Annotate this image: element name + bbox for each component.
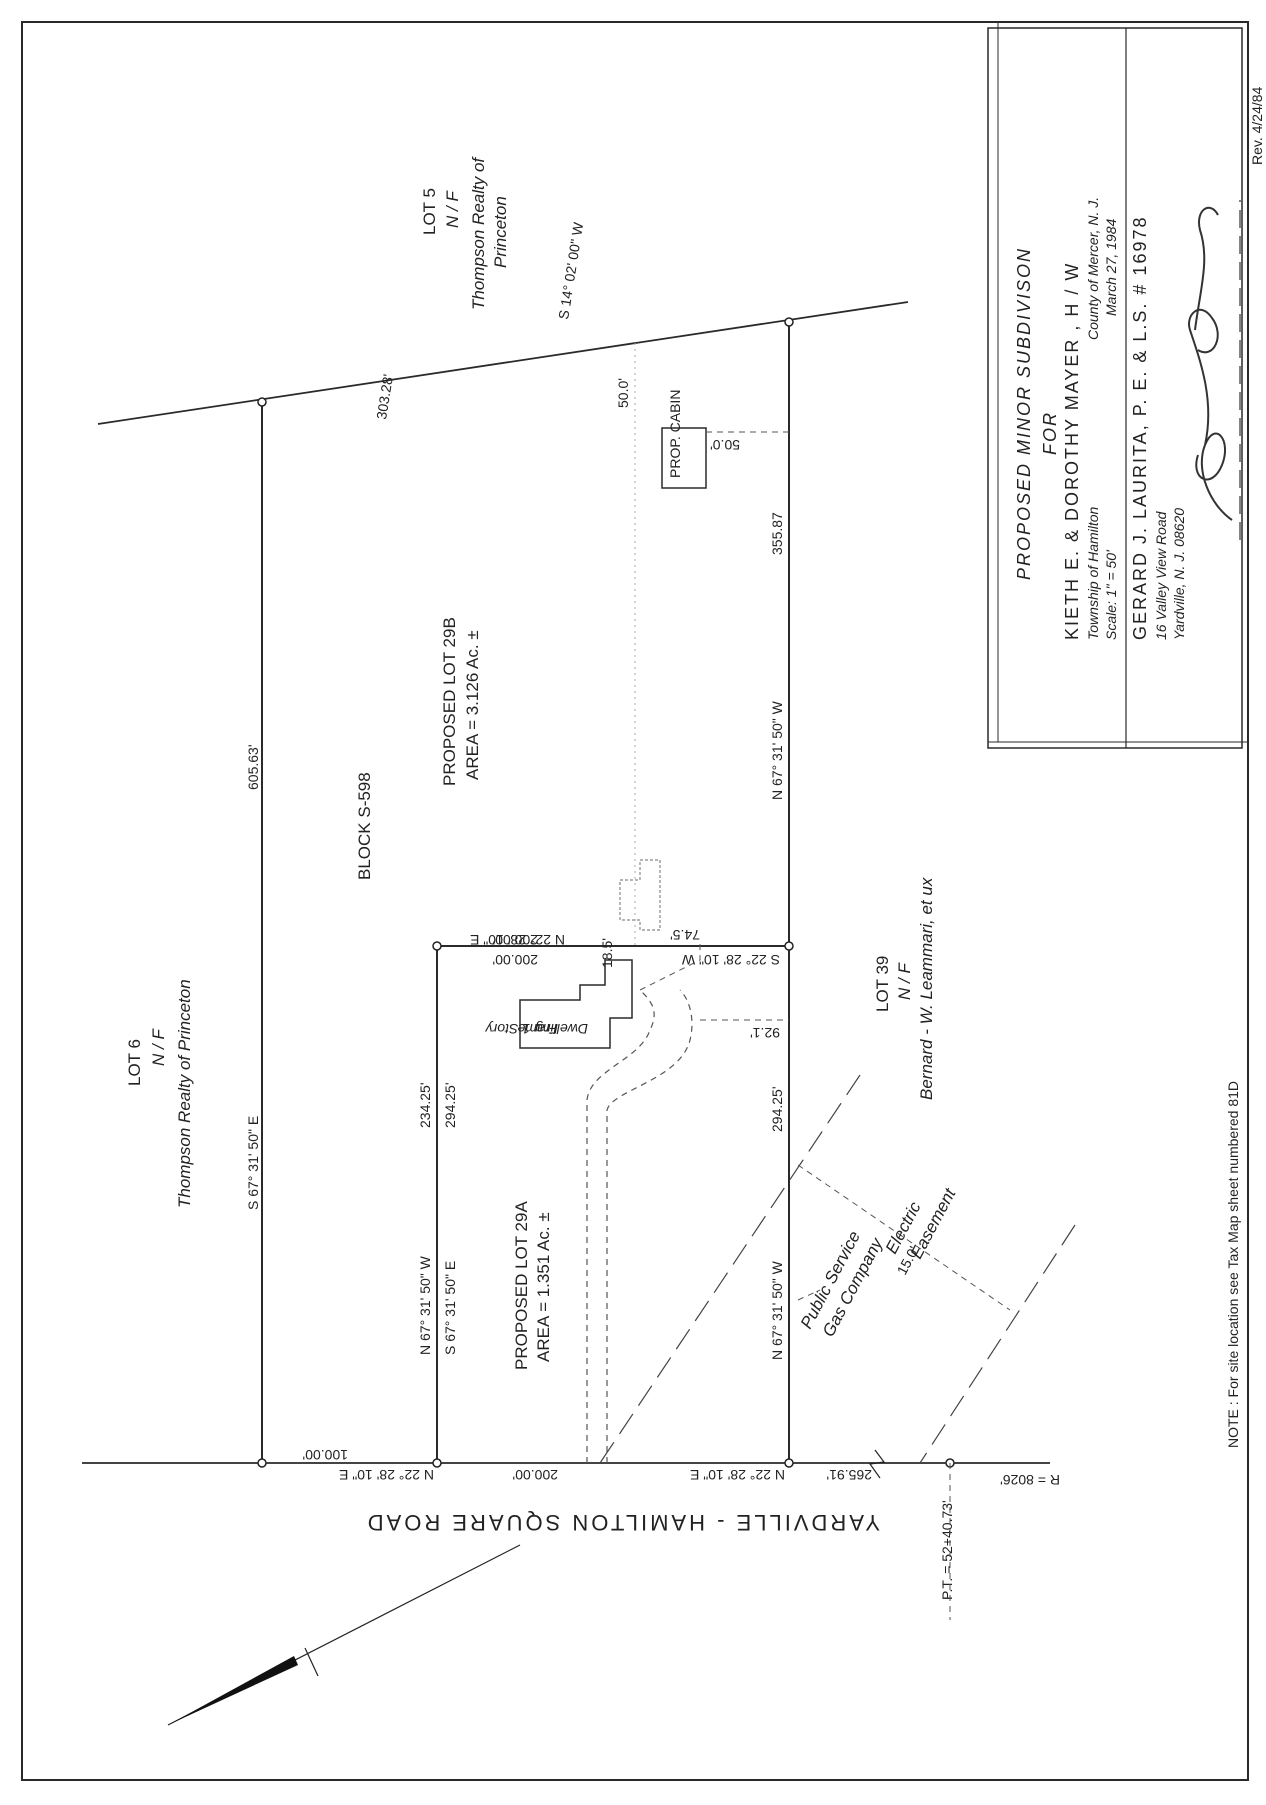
left-29b-bearing: N 22° 28' 10" E (339, 1467, 434, 1483)
inner-bottom-length: 294.25' (442, 1083, 458, 1129)
site-note: NOTE : For site location see Tax Map she… (1225, 1081, 1241, 1448)
scale-text: Scale: 1" = 50' (1103, 549, 1119, 640)
easements: Electric Easement Public Service Gas Com… (599, 1074, 1076, 1464)
lot29a-line2: AREA = 1.351 Ac. ± (534, 1212, 553, 1362)
top-length: 605.63' (245, 745, 261, 791)
div-top-bearing: N 22° 28' 10" E (470, 932, 565, 948)
county-text: County of Mercer, N. J. (1085, 197, 1101, 340)
div-bottom-bearing: S 22° 28' 10" W (681, 952, 780, 968)
lot29b-line1: PROPOSED LOT 29B (440, 617, 459, 786)
lot6-line3: Thompson Realty of Princeton (175, 979, 194, 1208)
lot5-line1: LOT 5 (420, 188, 439, 235)
lot5-line2: N / F (443, 190, 462, 228)
dwelling-label-2: Frame (517, 1021, 558, 1037)
radius-label: R = 8026' (1000, 1472, 1060, 1488)
existing-dwelling: 1 Story Frame Dwelling (485, 959, 633, 1049)
signature (1188, 200, 1241, 540)
address-line-2: Yardville, N. J. 08620 (1171, 508, 1187, 640)
parcel-lines (82, 301, 1050, 1464)
revision-text: Rev. 4/24/84 (1249, 86, 1265, 165)
dimension-labels: S 67° 31' 50" E 605.63' S 14° 02' 00" W … (245, 220, 1060, 1600)
lot5-line3: Thompson Realty of (469, 156, 488, 310)
bottom-29b-length: 355.87 (769, 512, 785, 555)
left-29a-length: 200.00' (513, 1467, 559, 1483)
sheet-border (21, 21, 1249, 1781)
break-mark (868, 1449, 886, 1479)
engineer-text: GERARD J. LAURITA, P. E. & L.S. # 16978 (1130, 216, 1150, 640)
address-line-1: 16 Valley View Road (1153, 510, 1169, 640)
right-bearing: S 14° 02' 00" W (555, 220, 586, 320)
date-text: March 27, 1984 (1103, 219, 1119, 316)
cabin-setback: 50.0' (710, 437, 740, 453)
dwelling-label-3: Dwelling (535, 1021, 588, 1037)
dwelling-setback: 92.1' (750, 1025, 780, 1041)
lot29a-line1: PROPOSED LOT 29A (512, 1201, 531, 1370)
cabin-setback-2: 50.0' (615, 378, 631, 408)
pt-station: P.T. = 52+40.73' (939, 1500, 955, 1600)
lot29b-line2: AREA = 3.126 Ac. ± (463, 630, 482, 780)
lot5-line4: Princeton (491, 196, 510, 268)
title-text: PROPOSED MINOR SUBDIVISON (1014, 247, 1034, 580)
for-text: FOR (1040, 411, 1060, 455)
title-block-frame (987, 27, 1243, 749)
lot39-line1: LOT 39 (873, 956, 892, 1012)
road-extra-length: 265.91' (827, 1467, 873, 1483)
township-text: Township of Hamilton (1085, 506, 1101, 640)
driveway (586, 940, 789, 1463)
left-29b-length: 100.00' (303, 1447, 349, 1463)
shed (619, 859, 661, 931)
north-arrow (167, 1544, 521, 1726)
lot6-line2: N / F (149, 1028, 168, 1066)
cabin-label: PROP. CABIN (667, 390, 683, 478)
inner-top-bearing: N 67° 31' 50" W (417, 1255, 433, 1355)
inner-bottom-bearing: S 67° 31' 50" E (442, 1261, 458, 1355)
block-label: BLOCK S-598 (355, 772, 374, 880)
title-block: PROPOSED MINOR SUBDIVISON FOR KIETH E. &… (1014, 86, 1265, 640)
bottom-length: 294.25' (769, 1087, 785, 1133)
owners-text: KIETH E. & DOROTHY MAYER , H / W (1062, 262, 1082, 640)
top-bearing: S 67° 31' 50" E (245, 1116, 261, 1210)
div-top-length: 200.00' (493, 932, 539, 948)
dwelling-side: 74.5' (670, 927, 700, 943)
bottom-bearing: N 67° 31' 50" W (769, 1260, 785, 1360)
lot39-line3: Bernard - W. Leammari, et ux (917, 877, 936, 1100)
div-bottom-length: 200.00' (493, 952, 539, 968)
road-label: YARDVILLE - HAMILTON SQUARE ROAD (365, 1510, 880, 1535)
lot39-line2: N / F (895, 962, 914, 1000)
lot6-line1: LOT 6 (125, 1039, 144, 1086)
lot-labels: LOT 5 N / F Thompson Realty of Princeton… (125, 156, 936, 1370)
dwelling-label-1: 1 Story (485, 1021, 530, 1037)
corner-markers (257, 317, 955, 1468)
bottom-29b-bearing: N 67° 31' 50" W (769, 700, 785, 800)
right-length: 303.28' (373, 373, 396, 420)
left-29a-bearing: N 22° 28' 10" E (690, 1467, 785, 1483)
dwelling-rear: 18.5' (599, 938, 615, 968)
inner-top-length: 234.25' (417, 1083, 433, 1129)
proposed-cabin: PROP. CABIN (661, 390, 789, 489)
